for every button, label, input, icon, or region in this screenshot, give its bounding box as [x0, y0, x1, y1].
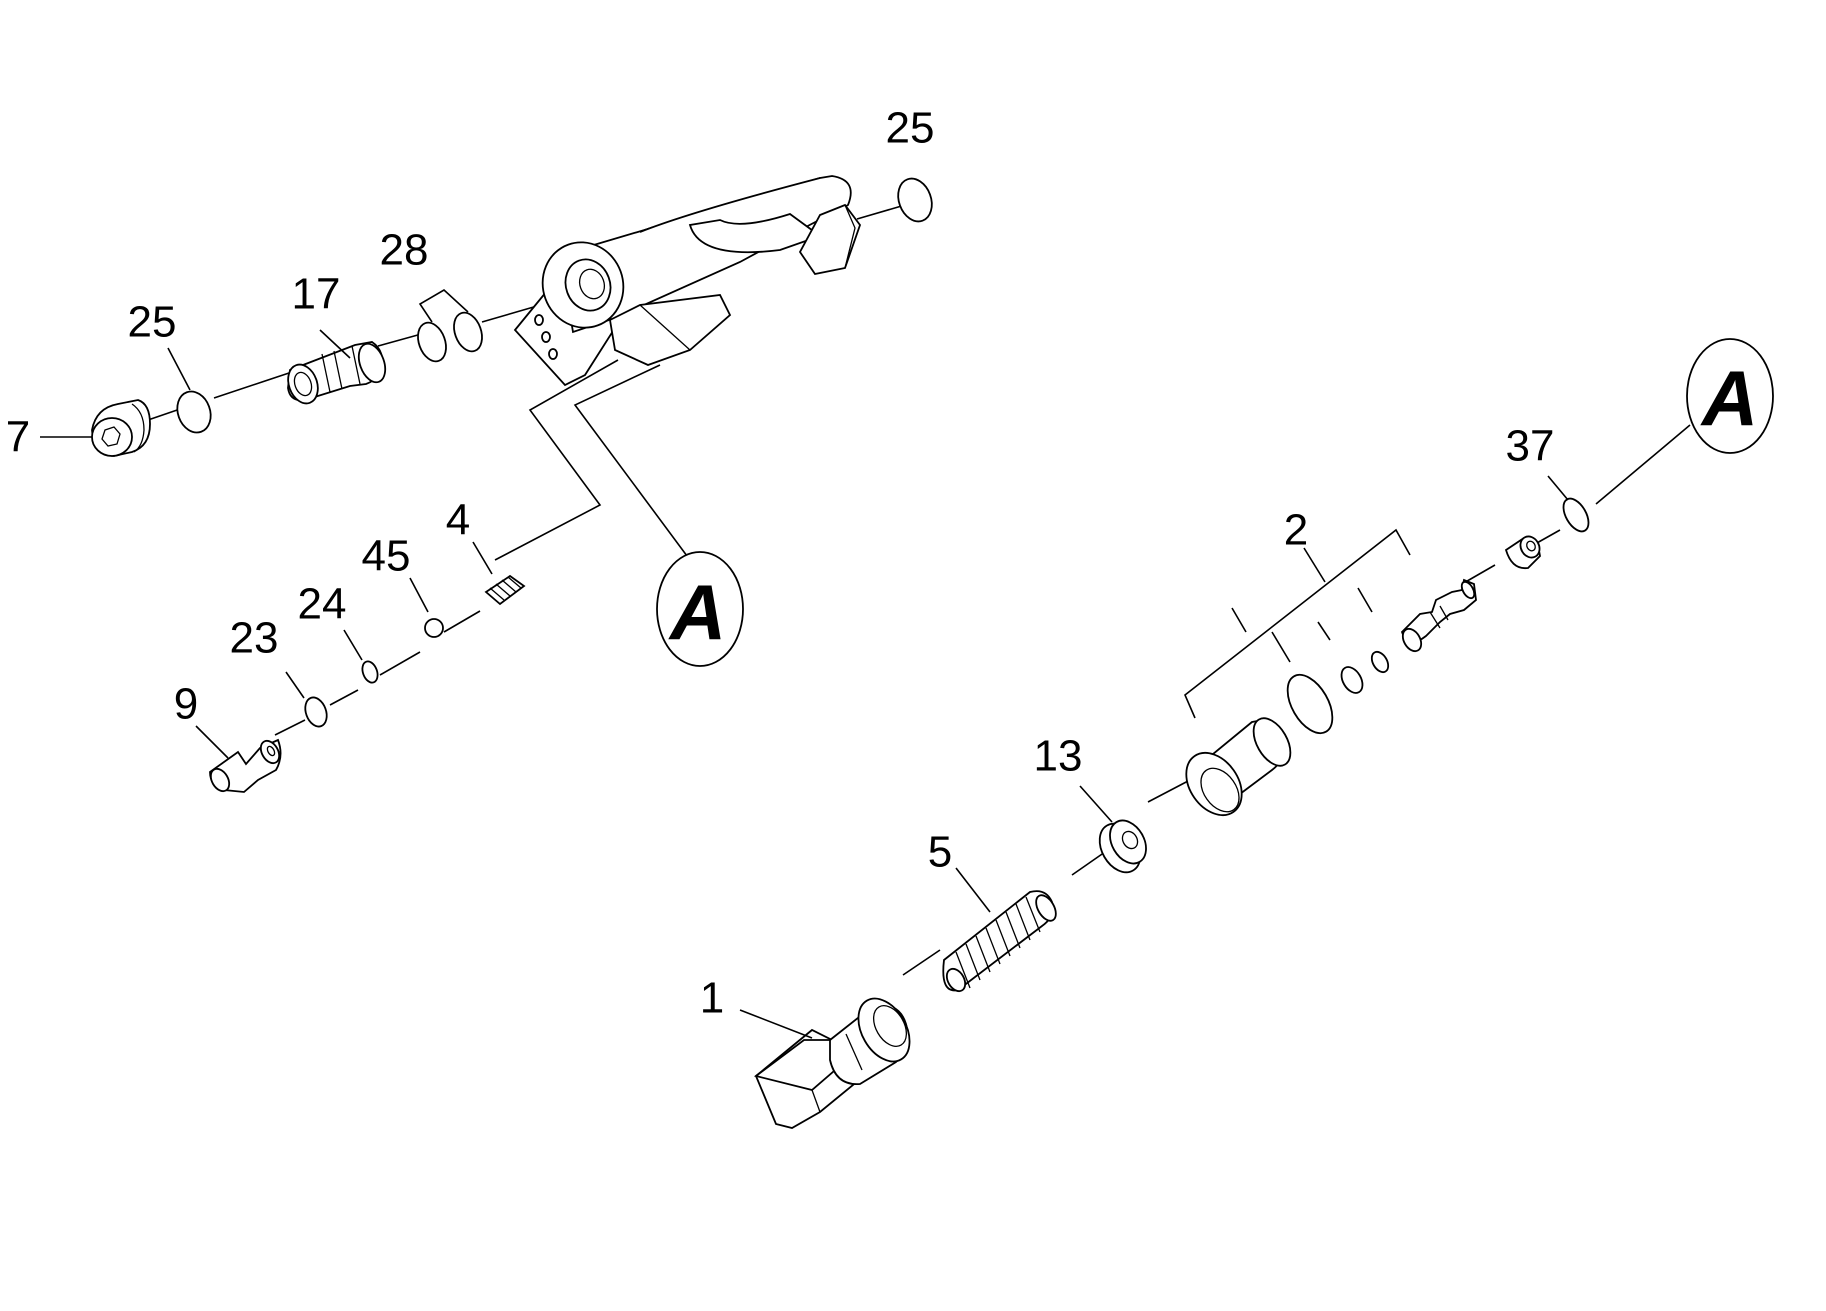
part-2-oring-large	[1286, 673, 1334, 735]
part-7-plug	[91, 399, 151, 457]
bracket-2-tick	[1357, 587, 1373, 613]
callout-24: 24	[298, 580, 347, 629]
axis-line	[213, 371, 293, 399]
part-28-oring-b	[453, 311, 483, 353]
bracket-2-tick	[1231, 607, 1247, 633]
part-9-fitting	[209, 738, 282, 793]
leader-5	[955, 867, 991, 913]
leader-24	[343, 629, 363, 661]
leader-45	[409, 577, 429, 613]
part-23-oring	[304, 696, 328, 728]
leader-17	[319, 329, 351, 359]
callout-37: 37	[1506, 422, 1555, 471]
part-2-stem	[1400, 578, 1477, 653]
leader-13	[1079, 785, 1113, 823]
part-2-sleeve	[1185, 717, 1292, 816]
callout-7: 7	[6, 413, 30, 462]
part-1-adapter	[753, 997, 911, 1129]
callout-9: 9	[174, 680, 198, 729]
leader-23	[285, 671, 305, 699]
axis-line	[902, 949, 941, 976]
axis-line	[1595, 424, 1691, 505]
callout-23: 23	[230, 614, 279, 663]
part-13-washer	[1098, 819, 1147, 874]
callout-17: 17	[292, 270, 341, 319]
callout-28: 28	[380, 226, 429, 275]
leader-25-left	[167, 347, 191, 391]
callout-1: 1	[700, 974, 724, 1023]
part-small-nut	[1504, 535, 1541, 570]
callout-5: 5	[928, 828, 952, 877]
callout-4: 4	[446, 496, 470, 545]
reference-marker-A-left-label: A	[668, 568, 726, 656]
part-25-top-oring	[897, 177, 933, 223]
reference-marker-A-right-label: A	[1700, 354, 1758, 442]
part-2-oring-medium	[1340, 666, 1364, 694]
leader-9	[195, 725, 229, 759]
leader-body-to-A	[573, 364, 691, 561]
part-45-ball	[424, 618, 444, 638]
leader-37	[1547, 475, 1569, 501]
part-2-oring-small	[1370, 650, 1390, 674]
bracket-2-tick	[1317, 621, 1331, 641]
part-28-oring-a	[417, 321, 447, 363]
reference-marker-A-right	[1686, 338, 1774, 454]
bracket-2	[1184, 528, 1411, 719]
part-5-spring	[942, 890, 1057, 993]
axis-line	[329, 689, 359, 706]
part-37-oring	[1562, 497, 1590, 533]
callout-45: 45	[362, 532, 411, 581]
part-25-oring	[176, 390, 212, 434]
callout-25-left: 25	[128, 298, 177, 347]
bracket-2-tick	[1271, 631, 1291, 663]
callout-13: 13	[1034, 732, 1083, 781]
valve-body	[513, 175, 862, 387]
reference-marker-A-left	[656, 551, 744, 667]
callout-2: 2	[1284, 506, 1308, 555]
leader-4	[472, 541, 493, 575]
bracket-2-leader	[1303, 547, 1326, 583]
axis-line	[379, 651, 421, 676]
axis-line	[856, 204, 906, 220]
axis-line	[274, 719, 306, 736]
axis-line	[1071, 851, 1106, 876]
part-4-spring	[484, 574, 526, 606]
bracket-28	[418, 289, 469, 323]
axis-line	[1147, 779, 1191, 803]
axis-line	[443, 610, 481, 633]
callout-25-top: 25	[886, 104, 935, 153]
leader-1	[739, 1009, 813, 1039]
leader-body-to-4	[494, 359, 619, 561]
part-24-oring	[361, 660, 379, 684]
part-17-cartridge	[287, 341, 387, 405]
